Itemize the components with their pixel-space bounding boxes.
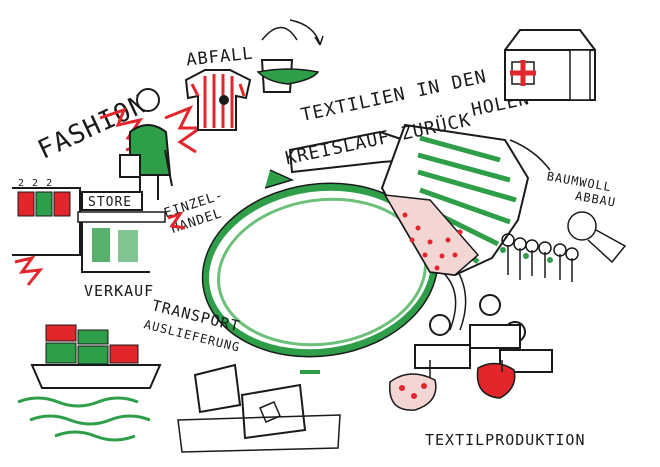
boxes-icon xyxy=(177,363,341,453)
arm-with-cloth xyxy=(288,123,551,277)
cross-icon xyxy=(510,60,536,86)
arrow-icon xyxy=(289,19,324,46)
store-icon xyxy=(81,191,143,211)
verkauf-label: VERKAUF xyxy=(84,282,154,300)
textilproduktion-label: TEXTILPRODUKTION xyxy=(425,431,586,449)
ship-icon xyxy=(17,324,162,442)
shirt-icon xyxy=(184,69,252,131)
store-section: 2 2 2 STORE EINZEL- HANDEL VERKAUF xyxy=(12,178,226,300)
trash-icon xyxy=(256,19,324,93)
hospital-icon xyxy=(504,29,596,101)
production-section: TEXTILPRODUKTION xyxy=(388,294,586,449)
store-label: STORE xyxy=(88,195,132,210)
shopper-figure xyxy=(99,88,205,200)
loop-arrow-icon xyxy=(264,169,295,189)
abfall-label: ABFALL xyxy=(185,44,254,71)
rack-tags: 2 2 2 xyxy=(18,178,53,189)
